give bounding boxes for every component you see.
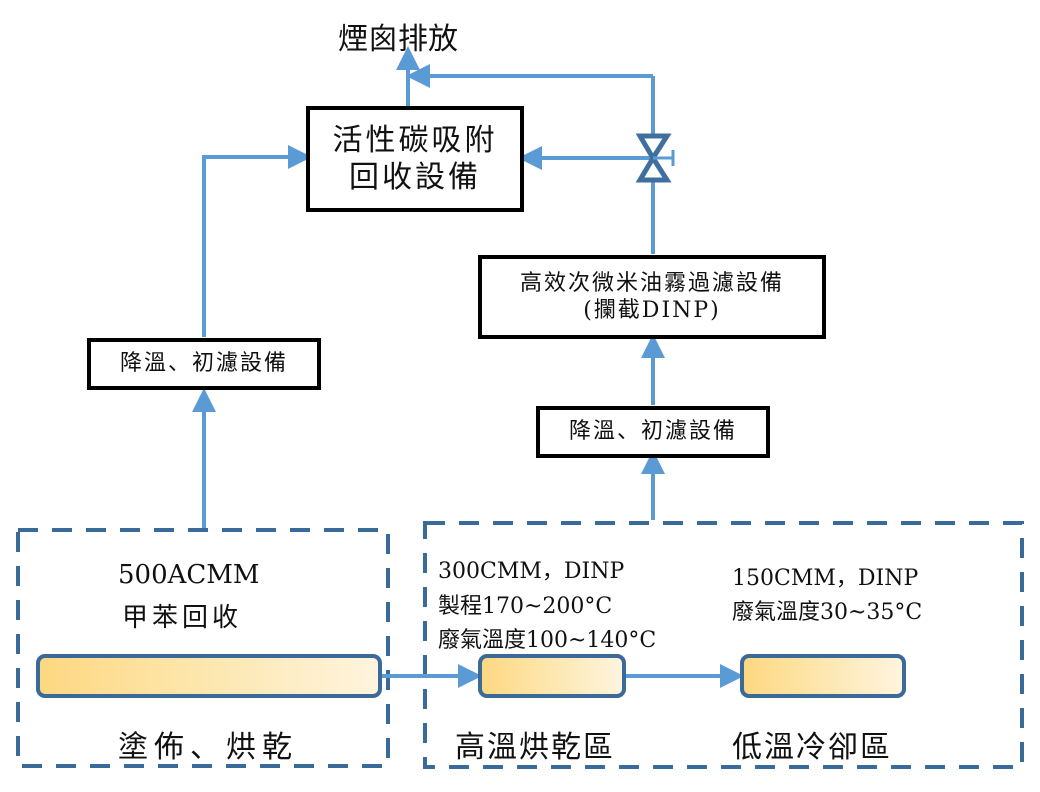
prefilter-left-label: 降溫、初濾設備 [119,351,288,377]
carbon-unit-line1: 活性碳吸附 [332,122,498,158]
oil-mist-filter-unit[interactable]: 高效次微米油霧過濾設備 (攔截DINP) [478,255,826,339]
hightemp-zone-name: 高溫烘乾區 [455,730,615,765]
oil-mist-line1: 高效次微米油霧過濾設備 [519,270,784,296]
coating-line-bar[interactable] [36,654,382,698]
flow-prefilter-to-carbon [202,145,312,337]
coating-zone-border [16,528,390,768]
coating-flow-rate: 500ACMM [118,560,260,590]
oil-mist-line2: (攔截DINP) [583,298,721,323]
hightemp-flow-rate: 300CMM，DINP [438,559,625,584]
activated-carbon-unit[interactable]: 活性碳吸附 回收設備 [306,106,524,212]
prefilter-right-unit[interactable]: 降溫、初濾設備 [536,406,770,458]
carbon-unit-line2: 回收設備 [349,160,481,195]
hightemp-exhaust-temp: 廢氣溫度100~140°C [438,628,657,653]
coating-zone-name: 塗佈、烘乾 [118,730,298,765]
chimney-emission-label: 煙囪排放 [338,22,458,57]
prefilter-right-label: 降溫、初濾設備 [568,419,737,445]
lowtemp-zone-name: 低溫冷卻區 [732,730,892,765]
prefilter-left-unit[interactable]: 降溫、初濾設備 [87,338,321,390]
hightemp-process-temp: 製程170~200°C [438,594,613,619]
coating-note: 甲苯回收 [122,603,243,633]
hightemp-oven-bar[interactable] [478,654,626,698]
lowtemp-flow-rate: 150CMM，DINP [732,566,919,591]
lowtemp-cooler-bar[interactable] [740,654,906,698]
oven-zone-border [423,521,1024,769]
gate-valve-icon[interactable] [635,133,675,183]
lowtemp-exhaust-temp: 廢氣溫度30~35°C [732,600,923,625]
